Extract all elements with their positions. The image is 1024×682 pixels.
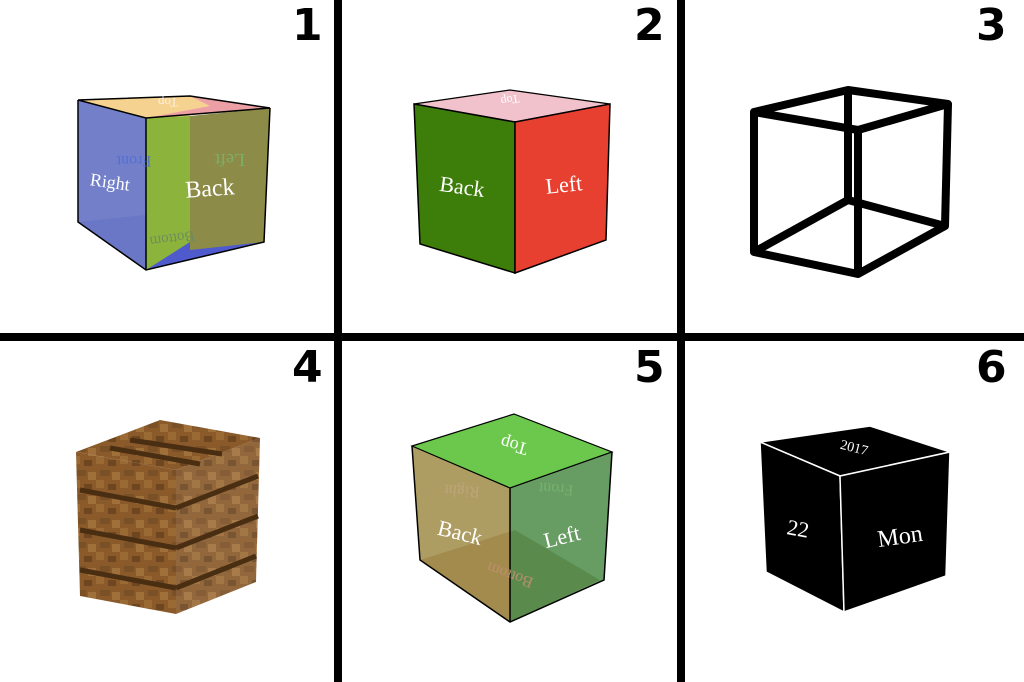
cube2-left-face [514, 103, 611, 275]
cube5-label-front: Front [538, 479, 574, 498]
cube1-back-left-face [146, 116, 190, 270]
cube1-label-bottom: Bottom [148, 227, 195, 249]
panel-2-cube: Top Back Left [413, 89, 611, 275]
panel-number-4: 4 [292, 342, 323, 393]
cube2-label-left: Left [544, 170, 583, 199]
cube6-label-weekday: Mon [876, 521, 925, 553]
divider-horizontal [0, 333, 1024, 341]
panel-number-1: 1 [292, 0, 323, 51]
panel-5-cube: Top Right Front Back Left Bottom [410, 413, 614, 623]
cube6-label-day-number: 22 [785, 514, 811, 542]
panel-number-6: 6 [976, 342, 1007, 393]
panel-number-2: 2 [634, 0, 665, 51]
cube1-top-right-face [146, 96, 270, 118]
cube1-label-front: Front [116, 152, 151, 169]
cube6-right-face [839, 451, 951, 614]
cube5-back-face [412, 446, 510, 622]
cube1-right-face [78, 100, 146, 270]
panel-6-calendar-cube: 2017 22 Mon [757, 425, 953, 614]
panel-3-wireframe-cube [750, 86, 952, 278]
panel-1-cube: Top Front Right Left Back Bottom [77, 95, 271, 271]
cube6-label-year: 2017 [838, 438, 869, 459]
cube1-label-back: Back [184, 174, 235, 203]
cube2-label-top: Top [500, 92, 521, 109]
cube1-label-top: Top [158, 95, 178, 110]
panel-4-wood-block [76, 420, 260, 614]
cube5-left-face [510, 452, 612, 622]
cube5-label-right: Right [443, 481, 480, 500]
cube1-back-right-face [190, 108, 270, 250]
panel-number-3: 3 [976, 0, 1007, 51]
cube2-label-back: Back [438, 171, 486, 202]
cube1-label-left: Left [215, 150, 245, 170]
panel-number-5: 5 [634, 342, 665, 393]
